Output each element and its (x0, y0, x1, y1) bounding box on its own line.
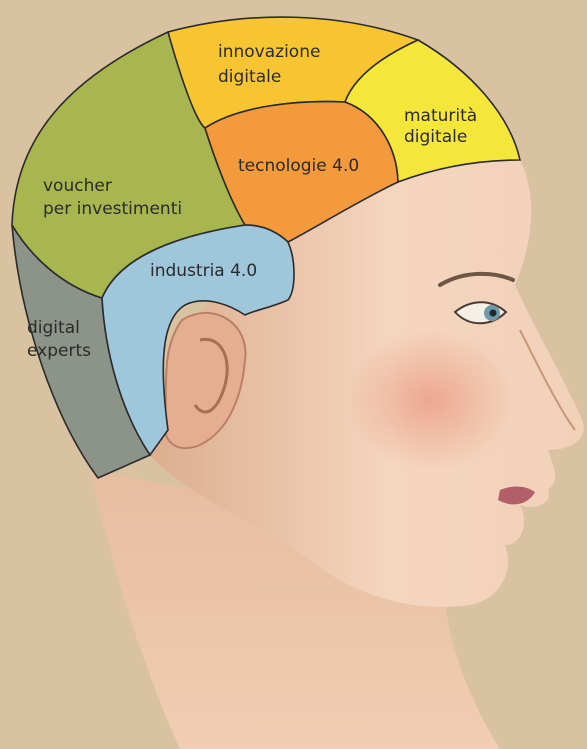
label-industria-4-0: industria 4.0 (150, 261, 257, 281)
label-tecnologie-4-0: tecnologie 4.0 (238, 156, 359, 176)
label-voucher-line2: per investimenti (43, 199, 182, 219)
label-maturita-digitale-line2: digitale (404, 127, 467, 147)
cheek-blush (345, 330, 515, 470)
pupil (490, 310, 497, 317)
label-innovazione-digitale-line2: digitale (218, 67, 281, 87)
label-digital-experts-line2: experts (27, 341, 91, 361)
label-innovazione-digitale-line1: innovazione (218, 42, 320, 62)
label-voucher-line1: voucher (43, 176, 112, 196)
label-maturita-digitale-line1: maturità (404, 106, 477, 126)
label-digital-experts-line1: digital (27, 318, 80, 338)
